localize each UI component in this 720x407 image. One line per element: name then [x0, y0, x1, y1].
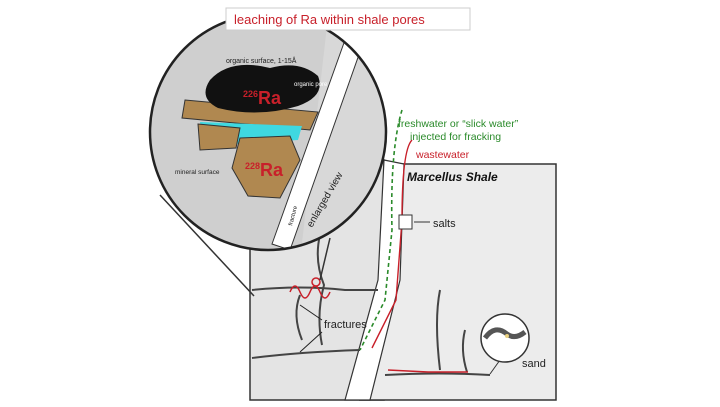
- diagram-title: leaching of Ra within shale pores: [234, 12, 425, 27]
- sand-label: sand: [522, 358, 546, 370]
- fracture-label: fracture: [288, 205, 299, 227]
- injected-label-2: injected for fracking: [410, 131, 501, 143]
- fractures-label: fractures: [324, 319, 367, 331]
- sand-inset: [480, 313, 530, 375]
- ra226-label: 226Ra: [243, 88, 282, 108]
- injected-label: freshwater or “slick water”: [398, 118, 519, 130]
- organic-pore-label: organic pore: [294, 82, 328, 88]
- fracture-network: [251, 234, 491, 376]
- organic-surface-label: organic surface, 1-15Å: [226, 56, 297, 65]
- injection-arrow: [359, 109, 403, 351]
- wastewater-label: wastewater: [415, 149, 470, 161]
- salts-icon: [398, 214, 413, 230]
- title-box: [225, 7, 471, 31]
- mineral-surface-label: mineral surface: [175, 169, 220, 176]
- ra228-label: 228Ra: [245, 160, 284, 180]
- formation-label: Marcellus Shale: [407, 170, 498, 184]
- salts-label: salts: [433, 218, 456, 230]
